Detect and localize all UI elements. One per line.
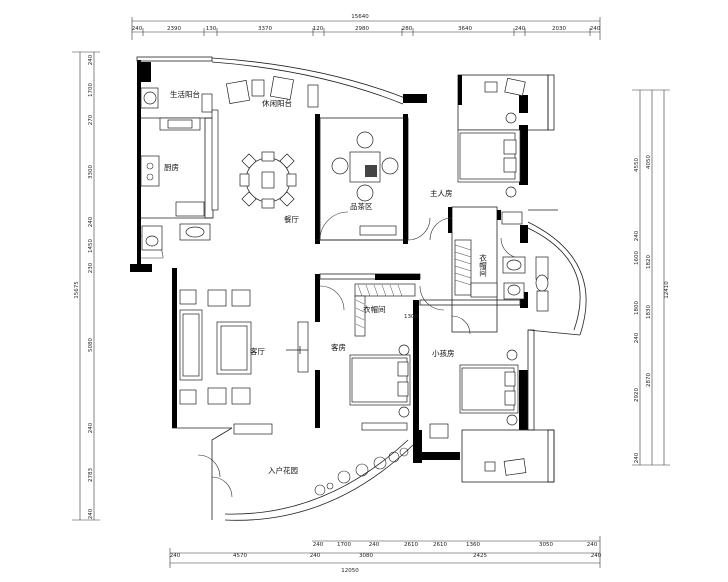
dim-left-seg-10: 240: [88, 508, 94, 519]
dim-right-b-0: 4050: [646, 155, 652, 169]
label-guest-bedroom: 客房: [331, 342, 346, 352]
dim-right-a-3: 1800: [634, 301, 640, 315]
dim-left-seg-6: 230: [88, 262, 94, 273]
dim-top-seg-1: 2390: [167, 26, 181, 32]
label-small-dim: 1300: [404, 314, 418, 320]
label-kitchen: 厨房: [164, 162, 179, 172]
dim-left-seg-3: 3300: [88, 165, 94, 179]
dim-top-seg-4: 120: [313, 26, 324, 32]
dim-top-seg-3: 3370: [258, 26, 272, 32]
dim-bottom-r2-3: 2610: [404, 542, 418, 548]
dim-left-seg-4: 240: [88, 216, 94, 227]
dim-top-seg-7: 3640: [458, 26, 472, 32]
dim-left-seg-7: 5080: [88, 338, 94, 352]
dim-bottom-r1-4: 2610: [433, 542, 447, 548]
label-small-cloakroom: 衣帽间: [363, 304, 386, 314]
dim-bottom-r2-4: 1360: [466, 542, 480, 548]
dim-top-seg-9: 2030: [552, 26, 566, 32]
dim-left-overall: 15675: [74, 281, 80, 299]
dim-left-seg-1: 1700: [88, 83, 94, 97]
dim-right-b-1: 1820: [646, 255, 652, 269]
dim-right-a-0: 4550: [634, 158, 640, 172]
dim-top-seg-8: 240: [515, 26, 526, 32]
dim-right-overall: 12410: [664, 281, 670, 299]
dim-bottom-r1-7: 240: [591, 553, 602, 559]
dim-right-a-5: 2920: [634, 388, 640, 402]
label-small-bedroom: 小孩房: [432, 348, 455, 358]
dim-right-b-2: 1830: [646, 305, 652, 319]
dim-top-seg-6: 280: [402, 26, 413, 32]
label-dining: 餐厅: [284, 215, 299, 224]
bottom-dimension-line: 12050 240 1700 240 2610 1360 240 240 457…: [169, 536, 602, 574]
dim-right-a-6: 240: [634, 452, 640, 463]
label-tea-area: 品茶区: [350, 201, 373, 211]
label-life-balcony: 生活阳台: [170, 89, 200, 99]
dim-bottom-r1-3: 3080: [359, 553, 373, 559]
label-master-bedroom: 主人房: [430, 188, 453, 198]
room-labels: 生活阳台 休闲阳台 厨房 餐厅 品茶区 主人房 衣帽间 客厅 客房 衣帽间 小孩…: [164, 89, 488, 475]
walls: [130, 56, 587, 521]
living-entry-arrow: [286, 346, 308, 354]
dim-bottom-r1-2: 240: [310, 553, 321, 559]
label-living: 客厅: [250, 346, 265, 356]
dim-top-seg-2: 130: [206, 26, 217, 32]
dim-top-seg-0: 240: [132, 26, 143, 32]
dim-top-overall: 15640: [351, 14, 369, 20]
dim-top-seg-10: 240: [590, 26, 601, 32]
right-dimension-line: 12410 4550 240 1600 1800 240 2920 240 40…: [632, 89, 670, 466]
dim-left-seg-9: 2783: [88, 468, 94, 482]
dim-right-b-3: 2870: [646, 373, 652, 387]
dim-top-seg-5: 2980: [355, 26, 369, 32]
dim-bottom-r2-5: 240: [587, 542, 598, 548]
dim-right-a-2: 1600: [634, 251, 640, 265]
label-cloakroom: 衣帽间: [478, 253, 487, 278]
top-dimension-line: 15640 240 2390 130 3370 120 2980 280 364…: [131, 14, 601, 40]
left-dimension-line: 15675 240 1700 270 3300 240 1450 230 508…: [72, 51, 100, 521]
dim-bottom-overall: 12050: [341, 568, 359, 574]
dim-bottom-r1-1: 4570: [233, 553, 247, 559]
dim-left-seg-2: 270: [88, 114, 94, 125]
dim-right-a-4: 240: [634, 332, 640, 343]
dim-bottom-r1-6: 3050: [539, 542, 553, 548]
furniture: [140, 76, 549, 496]
dim-bottom-r1-0: 240: [170, 553, 181, 559]
label-leisure-balcony: 休闲阳台: [262, 98, 292, 108]
dim-bottom-r1-5: 2425: [473, 553, 487, 559]
dim-right-a-1: 240: [634, 230, 640, 241]
dim-left-seg-8: 240: [88, 422, 94, 433]
dim-left-seg-0: 240: [88, 54, 94, 65]
dim-bottom-r2-0: 240: [313, 542, 324, 548]
dim-bottom-r2-1: 1700: [337, 542, 351, 548]
label-entry-garden: 入户花园: [268, 465, 298, 475]
dim-bottom-r2-2: 240: [369, 542, 380, 548]
dim-left-seg-5: 1450: [88, 239, 94, 253]
